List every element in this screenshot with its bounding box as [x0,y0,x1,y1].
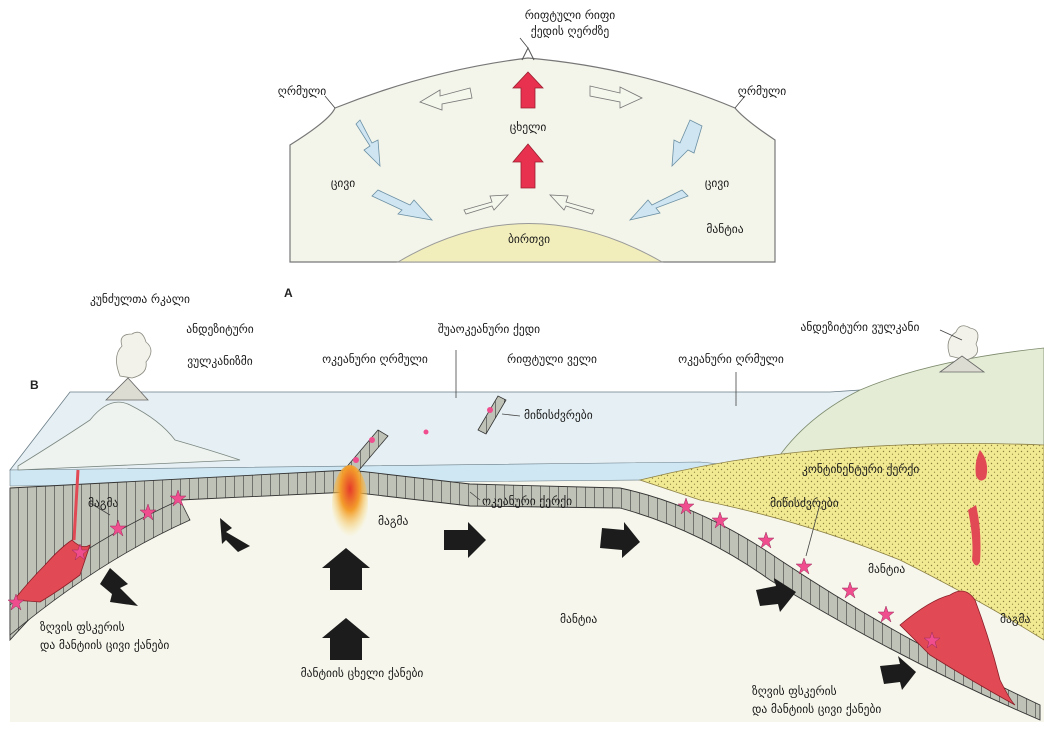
cold-sink-left-label-2: და მანტიის ცივი ქანები [40,638,169,653]
mantle-label-a: მანტია [690,222,760,237]
andesitic-volcanism-label-2: ვულკანიზმი [160,354,280,369]
core-label: ბირთვი [494,232,564,247]
rise-right-label: ღრმული [722,84,802,99]
volcano-cone-left [106,378,148,400]
oceanic-trench-right-label: ოკეანური ღრმული [646,352,816,367]
magma-left-label: მაგმა [88,496,118,511]
rift-valley-label: რიფტული ველი [482,352,622,367]
panel-b [8,326,1044,722]
cold-sink-right-label-1: ზღვის ფსკერის [752,684,837,699]
mantle-right-label: მანტია [868,562,905,577]
ridge-label-line1: რიფტული რიფი [510,8,630,23]
volcano-plume-left [116,332,151,378]
ridge-quake-dot [424,430,429,435]
ridge-quake-dot [369,437,375,443]
ridge-magma-glow [332,465,368,545]
ridge-quake-dot [353,457,359,463]
magma-right-label: მაგმა [1000,612,1030,627]
cold-sink-left-label-1: ზღვის ფსკერის [40,620,125,635]
volcano-plume-right [948,326,978,360]
hot-label: ცხელი [500,120,556,135]
panel-b-tag: B [30,378,39,392]
rise-left-label: ღრმული [262,84,342,99]
mantle-center-label: მანტია [560,612,597,627]
oceanic-trench-left-label: ოკეანური ღრმული [290,352,460,367]
ridge-quake-dot [487,407,493,413]
cold-right-label: ცივი [692,176,742,191]
hot-rise-label: მანტიის ცხელი ქანები [262,666,462,681]
earthquakes-top-label: მიწისძვრები [524,408,593,423]
ridge-label-line2: ქედის ღერძზე [510,24,630,39]
earthquakes-right-label: მიწისძვრები [770,496,839,511]
andesitic-volcanism-label-1: ანდეზიტური [160,322,280,337]
volcanic-island-label: კუნძულთა რკალი [60,292,220,307]
cold-sink-right-label-2: და მანტიის ცივი ქანები [752,702,881,717]
cold-left-label: ცივი [318,176,368,191]
continental-crust-label: კონტინენტური ქერქი [802,462,919,477]
andesitic-volcanoes-label: ანდეზიტური ვულკანი [770,320,950,335]
midocean-ridge-label: შუაოკეანური ქედი [404,322,574,337]
panel-a-tag: A [284,286,293,300]
magma-center-label: მაგმა [378,514,408,529]
oceanic-crust-label: ოკეანური ქერქი [482,494,572,509]
